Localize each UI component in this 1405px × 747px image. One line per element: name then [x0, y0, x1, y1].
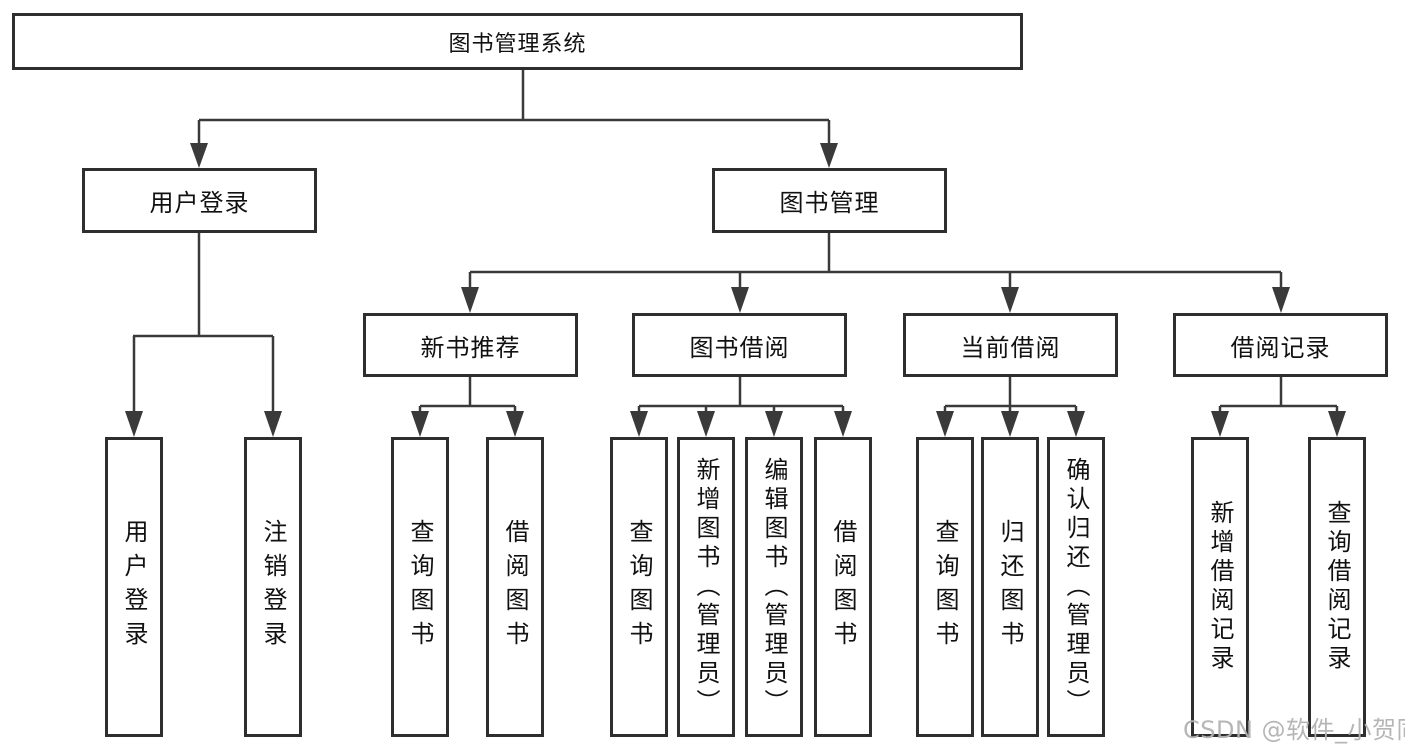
- leaf-label: 确认归还（管理员）: [1062, 456, 1090, 718]
- connector-borrow-record-children: [1211, 377, 1346, 437]
- node-label: 图书管理系统: [448, 31, 587, 57]
- node-new-book-recommend: 新书推荐: [363, 313, 578, 377]
- leaf-query-book-borrow: 查询图书: [610, 437, 668, 737]
- leaf-label: 借阅图书: [501, 519, 529, 655]
- leaf-label: 借阅图书: [829, 519, 857, 655]
- node-user-login: 用户登录: [82, 168, 317, 233]
- node-label: 新书推荐: [420, 333, 521, 362]
- node-current-borrow: 当前借阅: [903, 313, 1118, 377]
- node-library-management-system: 图书管理系统: [12, 13, 1023, 70]
- leaf-label: 注销登录: [259, 519, 287, 655]
- connector-root-to-level2: [190, 70, 838, 168]
- connector-book-borrow-children: [630, 377, 852, 437]
- leaf-label: 新增借阅记录: [1206, 500, 1234, 674]
- node-label: 借阅记录: [1230, 333, 1331, 362]
- leaf-label: 查询图书: [931, 519, 959, 655]
- leaf-add-book-admin: 新增图书（管理员）: [677, 437, 735, 737]
- connector-new-book-recommend-children: [411, 377, 524, 437]
- node-borrow-record: 借阅记录: [1173, 313, 1388, 377]
- leaf-label: 查询图书: [625, 519, 653, 655]
- leaf-label: 归还图书: [996, 519, 1024, 655]
- leaf-label: 查询图书: [406, 519, 434, 655]
- leaf-logout: 注销登录: [244, 437, 302, 737]
- leaf-label: 用户登录: [120, 519, 148, 655]
- leaf-label: 编辑图书（管理员）: [760, 456, 788, 718]
- connector-current-borrow-children: [936, 377, 1085, 437]
- csdn-watermark: CSDN @软件_小贺同学: [1183, 716, 1405, 744]
- leaf-label: 新增图书（管理员）: [692, 456, 720, 718]
- leaf-edit-book-admin: 编辑图书（管理员）: [745, 437, 803, 737]
- leaf-borrow-book-recommend: 借阅图书: [486, 437, 544, 737]
- node-label: 当前借阅: [960, 333, 1061, 362]
- leaf-label: 查询借阅记录: [1323, 500, 1351, 674]
- leaf-user-login: 用户登录: [105, 437, 163, 737]
- leaf-return-book: 归还图书: [981, 437, 1039, 737]
- node-label: 图书借阅: [689, 333, 790, 362]
- leaf-add-borrow-record: 新增借阅记录: [1191, 437, 1249, 737]
- leaf-query-book-current: 查询图书: [916, 437, 974, 737]
- leaf-query-book-recommend: 查询图书: [391, 437, 449, 737]
- connector-user-login-children: [125, 233, 282, 437]
- leaf-query-borrow-record: 查询借阅记录: [1308, 437, 1366, 737]
- leaf-borrow-book: 借阅图书: [814, 437, 872, 737]
- leaf-confirm-return-admin: 确认归还（管理员）: [1047, 437, 1105, 737]
- node-book-borrow: 图书借阅: [632, 313, 847, 377]
- connector-book-mgmt-to-level3: [461, 233, 1290, 313]
- node-book-management: 图书管理: [712, 168, 947, 233]
- node-label: 图书管理: [779, 189, 880, 217]
- node-label: 用户登录: [149, 189, 250, 217]
